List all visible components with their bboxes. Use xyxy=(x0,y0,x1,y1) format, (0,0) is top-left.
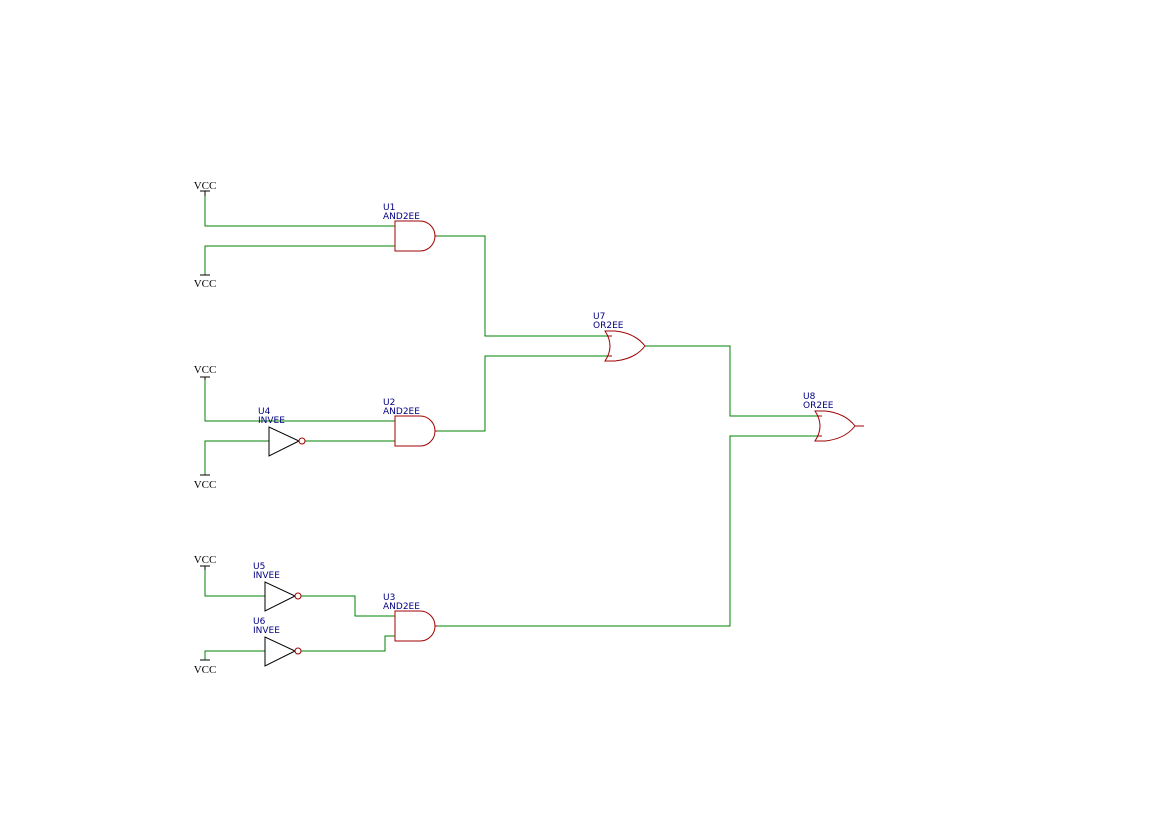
u7-ref: U7 xyxy=(593,312,605,322)
u6-ref: U6 xyxy=(253,617,266,627)
component-labels: U1 AND2EE U2 AND2EE U3 AND2EE U4 INVEE U… xyxy=(253,203,834,636)
or-gate-u8 xyxy=(814,410,856,442)
wire-vcc2-u1 xyxy=(204,245,395,275)
power-labels: VCC VCC VCC VCC VCC VCC xyxy=(194,180,217,676)
inverter-u4 xyxy=(268,426,306,457)
vcc-symbol-3 xyxy=(200,376,210,380)
power-symbols xyxy=(200,190,210,661)
wire-u5-u3 xyxy=(301,595,395,617)
and-gates xyxy=(394,220,436,642)
vcc-label-4: VCC xyxy=(194,479,217,491)
and-gate-outputs xyxy=(435,235,437,627)
wire-u6-u3 xyxy=(301,635,395,652)
vcc-label-2: VCC xyxy=(194,278,217,290)
vcc-symbol-1 xyxy=(200,190,210,196)
wire-vcc1-u1 xyxy=(204,196,395,227)
u4-part: INVEE xyxy=(258,416,285,426)
vcc-label-1: VCC xyxy=(194,180,217,192)
u1-part: AND2EE xyxy=(383,212,420,222)
and-gate-u2 xyxy=(394,415,436,447)
inverters xyxy=(264,426,306,667)
and-gate-u1 xyxy=(394,220,436,252)
vcc-label-3: VCC xyxy=(194,364,217,376)
u4-ref: U4 xyxy=(258,407,271,417)
u5-part: INVEE xyxy=(253,571,280,581)
vcc-label-5: VCC xyxy=(194,554,217,566)
u7-part: OR2EE xyxy=(593,321,624,331)
wire-u7-u8 xyxy=(645,345,820,417)
and-gate-u3 xyxy=(394,610,436,642)
or-gate-pins xyxy=(608,335,864,437)
wire-vcc4-u4 xyxy=(204,440,269,475)
u3-ref: U3 xyxy=(383,593,395,603)
vcc-label-6: VCC xyxy=(194,664,217,676)
inverter-u5 xyxy=(264,581,302,612)
wire-vcc6-u6 xyxy=(204,650,265,660)
inverter-u6 xyxy=(264,636,302,667)
wire-vcc5-u5 xyxy=(204,570,265,597)
wires xyxy=(204,196,820,660)
u6-part: INVEE xyxy=(253,626,280,636)
wire-u2-u7 xyxy=(435,355,610,432)
u8-ref: U8 xyxy=(803,392,816,402)
wire-u3-u8 xyxy=(435,435,820,627)
u3-part: AND2EE xyxy=(383,602,420,612)
wire-u1-u7 xyxy=(435,235,610,337)
or-gates xyxy=(604,330,856,442)
or-gate-u7 xyxy=(604,330,646,362)
u5-ref: U5 xyxy=(253,562,265,572)
vcc-symbol-5 xyxy=(200,565,210,570)
u2-part: AND2EE xyxy=(383,407,420,417)
u8-part: OR2EE xyxy=(803,401,834,411)
u2-ref: U2 xyxy=(383,398,395,408)
wire-vcc3-u2 xyxy=(204,380,395,422)
u1-ref: U1 xyxy=(383,203,395,213)
